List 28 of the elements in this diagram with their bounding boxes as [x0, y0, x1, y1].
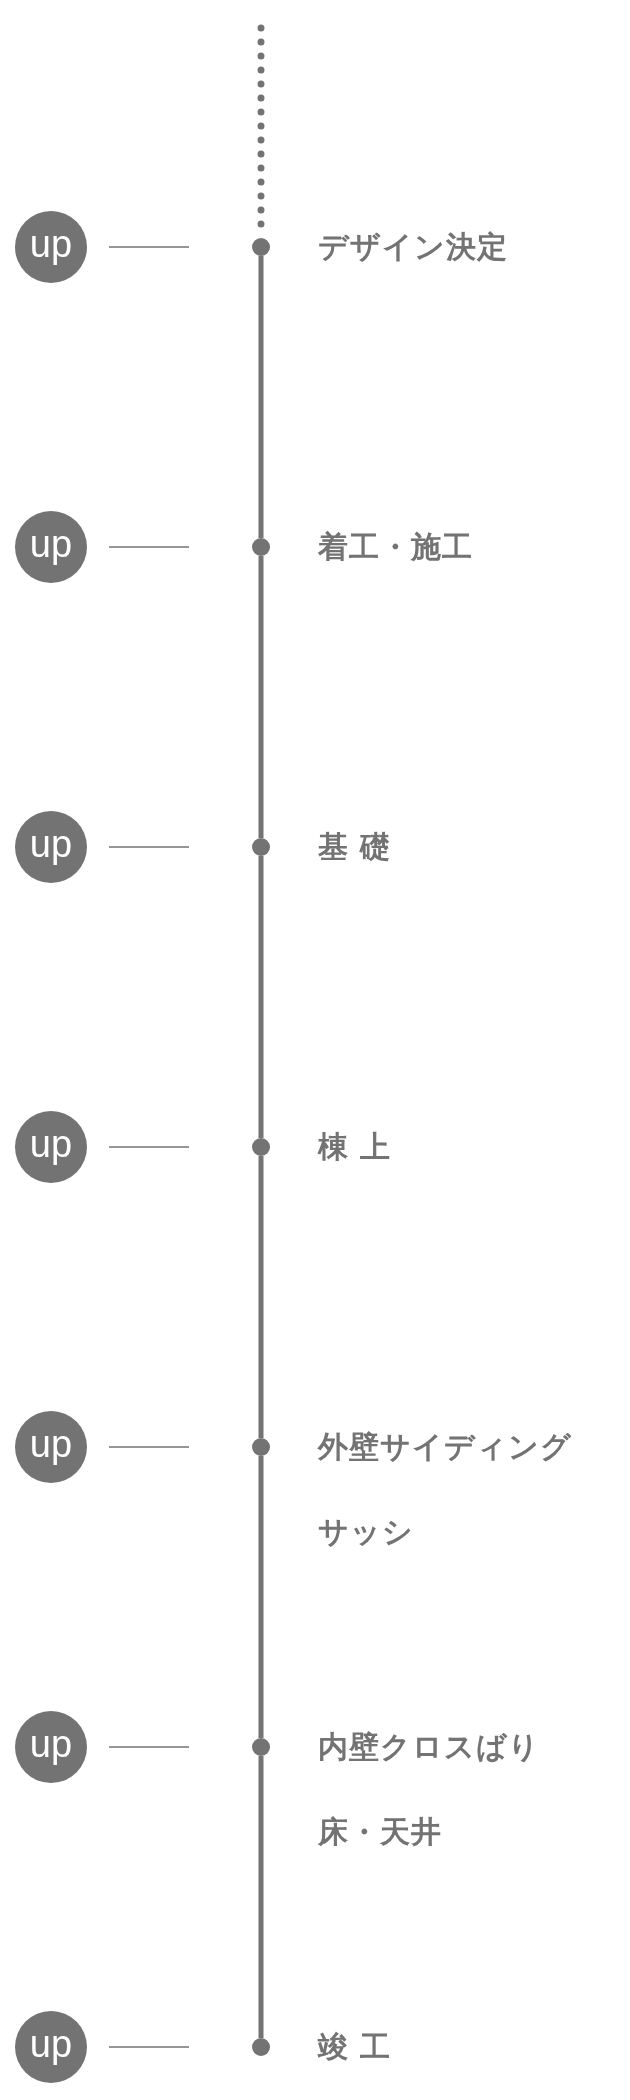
timeline-line	[258, 556, 264, 838]
step-label: サッシ	[318, 1517, 415, 1547]
step-badge: up	[15, 511, 87, 583]
timeline-line	[258, 256, 264, 538]
step-badge: up	[15, 211, 87, 283]
step-label: 床・天井	[318, 1817, 443, 1847]
timeline-dot	[252, 1438, 270, 1456]
step-label: 基 礎	[318, 832, 392, 862]
timeline-dot	[252, 238, 270, 256]
step-label: 外壁サイディング	[318, 1432, 572, 1462]
step-badge: up	[15, 1111, 87, 1183]
step-badge: up	[15, 811, 87, 883]
timeline-dot	[252, 838, 270, 856]
step-badge: up	[15, 2011, 87, 2083]
step-label: 内壁クロスばり	[318, 1732, 540, 1762]
timeline-line	[258, 1756, 264, 2038]
step-label: 棟 上	[318, 1132, 392, 1162]
timeline-dot	[252, 1738, 270, 1756]
step-label: デザイン決定	[318, 232, 508, 262]
step-label: 竣 工	[318, 2032, 392, 2062]
step-label: 着工・施工	[318, 532, 473, 562]
timeline-dot	[252, 2038, 270, 2056]
timeline-dot	[252, 1138, 270, 1156]
step-badge: up	[15, 1711, 87, 1783]
timeline-line	[258, 1456, 264, 1738]
step-badge: up	[15, 1411, 87, 1483]
timeline-line	[258, 1156, 264, 1438]
timeline-dot	[252, 538, 270, 556]
